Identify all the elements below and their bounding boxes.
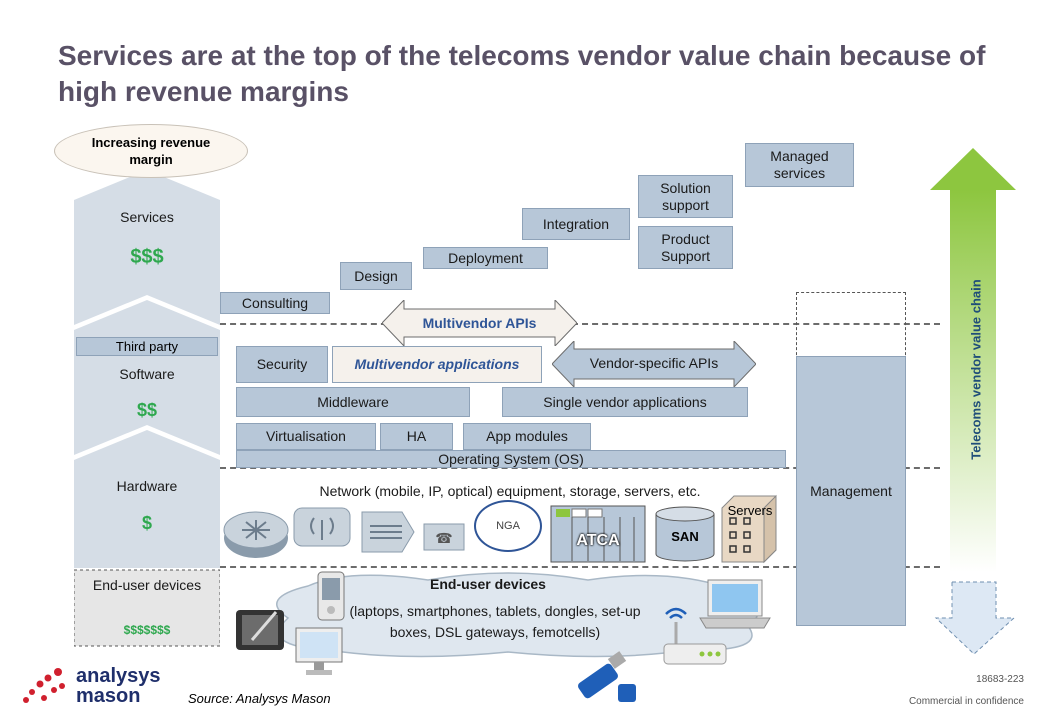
analysys-mason-logo-icon bbox=[23, 668, 65, 703]
antenna-icon bbox=[293, 507, 351, 547]
confidentiality-note: Commercial in confidence bbox=[908, 696, 1024, 707]
vendor-specific-apis-arrow bbox=[552, 341, 756, 387]
step-design: Design bbox=[340, 262, 412, 290]
hardware-caption: Network (mobile, IP, optical) equipment,… bbox=[319, 483, 701, 499]
nga-node: NGA bbox=[474, 500, 542, 552]
laptop-icon bbox=[699, 579, 771, 629]
value-chain-down-arrow bbox=[934, 581, 1016, 655]
operating-system-box: Operating System (OS) bbox=[236, 450, 786, 468]
gateway-icon bbox=[663, 607, 727, 665]
servers-icon bbox=[721, 494, 777, 564]
step-deployment: Deployment bbox=[423, 247, 548, 269]
step-product-support: Product Support bbox=[638, 226, 733, 269]
third-party-label: Third party bbox=[76, 337, 218, 356]
management-box: Management bbox=[796, 356, 906, 626]
end-user-devices-title: End-user devices bbox=[430, 576, 546, 592]
software-label: Software bbox=[119, 366, 175, 382]
logo-text: analysys mason bbox=[76, 666, 161, 706]
end-user-margin: $$$$$$$ bbox=[123, 623, 171, 637]
step-integration: Integration bbox=[522, 208, 630, 240]
san-storage-icon bbox=[655, 506, 715, 562]
revenue-margin-text: Increasing revenue margin bbox=[91, 135, 211, 167]
services-margin: $$$ bbox=[130, 246, 164, 268]
ha-box: HA bbox=[380, 423, 453, 450]
atca-label: ATCA bbox=[576, 532, 620, 549]
logo-line-2: mason bbox=[76, 685, 141, 707]
value-chain-up-arrow bbox=[930, 148, 1016, 572]
phone-node-icon: ☎ bbox=[423, 523, 465, 551]
revenue-margin-header: Increasing revenue margin bbox=[54, 124, 248, 178]
atca-chassis-icon bbox=[550, 505, 646, 563]
servers-label: Servers bbox=[727, 503, 773, 518]
dongle-icon bbox=[578, 651, 636, 702]
page-title: Services are at the top of the telecoms … bbox=[58, 40, 986, 107]
source-note: Source: Analysys Mason bbox=[188, 691, 331, 706]
vendor-specific-apis-label: Vendor-specific APIs bbox=[589, 355, 719, 371]
services-label: Services bbox=[120, 209, 174, 225]
virtualisation-box: Virtualisation bbox=[236, 423, 376, 450]
document-code: 18683-223 bbox=[976, 674, 1024, 685]
step-consulting: Consulting bbox=[220, 292, 330, 314]
end-user-band bbox=[74, 569, 220, 647]
middleware-box: Middleware bbox=[236, 387, 470, 417]
router-icon bbox=[223, 511, 289, 558]
switch-icon bbox=[361, 511, 415, 553]
logo-line-1: analysys bbox=[76, 665, 161, 687]
svg-text:☎: ☎ bbox=[435, 531, 452, 547]
end-user-label: End-user devices bbox=[92, 577, 202, 593]
value-chain-label: Telecoms vendor value chain bbox=[968, 279, 984, 460]
multivendor-applications-box: Multivendor applications bbox=[332, 346, 542, 383]
san-label: SAN bbox=[671, 529, 699, 544]
end-user-devices-detail: (laptops, smartphones, tablets, dongles,… bbox=[349, 603, 641, 640]
services-software-divider bbox=[220, 323, 940, 325]
multivendor-apis-arrow bbox=[382, 300, 577, 346]
app-modules-box: App modules bbox=[463, 423, 591, 450]
hardware-enduser-divider bbox=[220, 566, 940, 568]
single-vendor-applications-box: Single vendor applications bbox=[502, 387, 748, 417]
step-solution-support: Solution support bbox=[638, 175, 733, 218]
tablet-icon bbox=[236, 610, 284, 650]
hardware-label: Hardware bbox=[116, 478, 178, 494]
monitor-icon bbox=[295, 627, 343, 675]
software-hardware-divider bbox=[220, 467, 940, 469]
step-managed-services: Managed services bbox=[745, 143, 854, 187]
smartphone-icon bbox=[317, 571, 345, 621]
hardware-margin: $ bbox=[141, 513, 152, 533]
services-band bbox=[74, 170, 220, 325]
hardware-band bbox=[74, 430, 220, 568]
security-box: Security bbox=[236, 346, 328, 383]
software-margin: $$ bbox=[136, 400, 158, 420]
multivendor-apis-label: Multivendor APIs bbox=[422, 315, 537, 331]
